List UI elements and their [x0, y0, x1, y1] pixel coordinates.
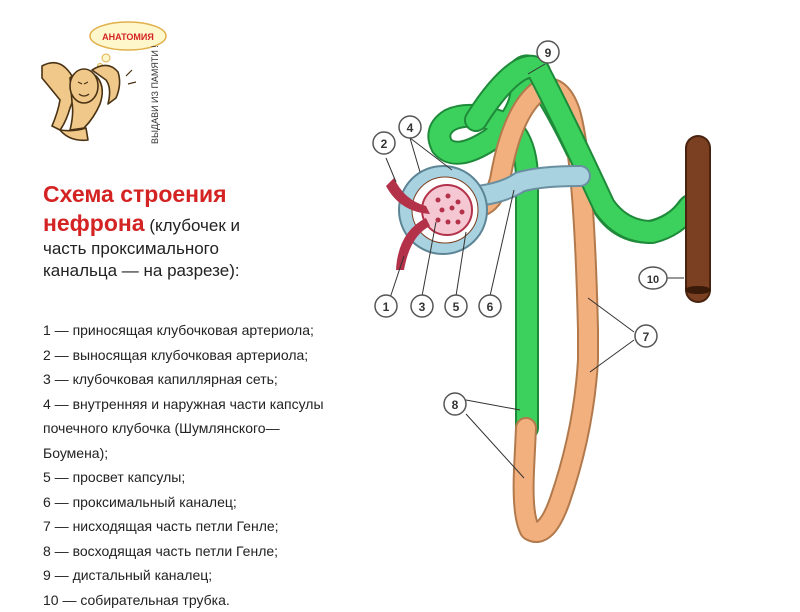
- label-8: 8: [444, 393, 466, 415]
- svg-text:9: 9: [545, 46, 552, 60]
- label-2: 2: [373, 132, 395, 154]
- legend-item-8: 8 — восходящая часть петли Генле;: [43, 539, 361, 564]
- svg-text:7: 7: [643, 330, 650, 344]
- legend-item-6: 6 — проксимальный каналец;: [43, 490, 361, 515]
- legend-item-4-cont: почечного клубочка (Шумлянского—: [43, 416, 361, 441]
- anatomy-mascot-image: АНАТОМИЯ ВЫДАВИ ИЗ ПАМЯТИ !: [30, 18, 170, 148]
- label-6: 6: [479, 295, 501, 317]
- svg-text:1: 1: [383, 300, 390, 314]
- thought-bubble-dot: [102, 54, 110, 62]
- nephron-diagram: 1 2 3 4 5 6 7 8 9 10: [360, 35, 800, 600]
- legend-item-2: 2 — выносящая клубочковая артериола;: [43, 343, 361, 368]
- mascot-figure: [42, 63, 120, 141]
- title-line-2: нефрона: [43, 210, 145, 236]
- legend-item-7: 7 — нисходящая часть петли Генле;: [43, 514, 361, 539]
- glomerulus: [422, 185, 472, 235]
- label-1: 1: [375, 295, 397, 317]
- legend-item-9: 9 — дистальный каналец;: [43, 563, 361, 588]
- legend-item-4: 4 — внутренняя и наружная части капсулы: [43, 392, 361, 417]
- legend-item-5: 5 — просвет капсулы;: [43, 465, 361, 490]
- title-subtitle-1: (клубочек и: [145, 216, 240, 235]
- thought-bubble-text: АНАТОМИЯ: [102, 32, 154, 42]
- label-5: 5: [445, 295, 467, 317]
- collecting-duct-end: [685, 286, 711, 294]
- mascot-stress-lines: [126, 70, 136, 84]
- svg-text:8: 8: [452, 398, 459, 412]
- svg-text:5: 5: [453, 300, 460, 314]
- svg-text:3: 3: [419, 300, 426, 314]
- label-7: 7: [635, 325, 657, 347]
- title-subtitle-2: часть проксимального: [43, 238, 373, 260]
- label-9: 9: [537, 41, 559, 63]
- title-subtitle-3: канальца — на разрезе):: [43, 260, 373, 282]
- title-line-1: Схема строения: [43, 180, 373, 209]
- label-3: 3: [411, 295, 433, 317]
- legend: 1 — приносящая клубочковая артериола; 2 …: [43, 318, 361, 612]
- mascot-caption: ВЫДАВИ ИЗ ПАМЯТИ !: [150, 45, 160, 144]
- legend-item-3: 3 — клубочковая капиллярная сеть;: [43, 367, 361, 392]
- label-4: 4: [399, 116, 421, 138]
- title-block: Схема строения нефрона (клубочек и часть…: [43, 180, 373, 282]
- legend-item-1: 1 — приносящая клубочковая артериола;: [43, 318, 361, 343]
- svg-text:10: 10: [647, 274, 659, 286]
- svg-text:4: 4: [407, 121, 414, 135]
- svg-text:2: 2: [381, 137, 388, 151]
- svg-text:6: 6: [487, 300, 494, 314]
- label-10: 10: [639, 267, 667, 289]
- legend-item-4-cont2: Боумена);: [43, 441, 361, 466]
